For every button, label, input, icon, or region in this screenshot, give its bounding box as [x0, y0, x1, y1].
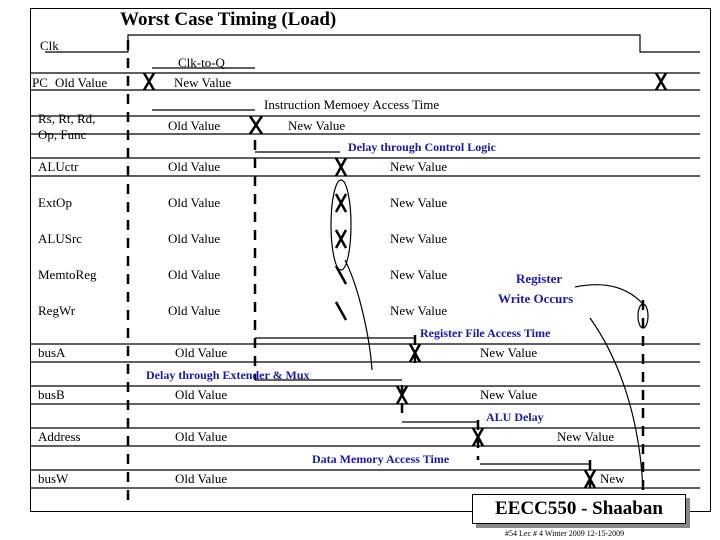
alusrc-new-value: New Value	[390, 231, 448, 246]
signal-pc: PC	[32, 75, 48, 90]
busw-old-value: Old Value	[175, 471, 228, 486]
diagram-frame	[30, 8, 711, 512]
signal-busb: busB	[38, 387, 65, 402]
course-badge: EECC550 - Shaaban	[472, 494, 686, 524]
busb-new-value: New Value	[480, 387, 538, 402]
slide-footer: #54 Lec # 4 Winter 2009 12-15-2009	[505, 529, 625, 538]
regwr-new-value: New Value	[390, 303, 448, 318]
alu-delay-label: ALU Delay	[486, 410, 544, 424]
extender-delay-label: Delay through Extender & Mux	[146, 368, 310, 382]
signal-alusrc: ALUSrc	[38, 231, 83, 246]
aluctr-new-value: New Value	[390, 159, 448, 174]
signal-aluctr: ALUctr	[38, 159, 79, 174]
signal-address: Address	[38, 429, 81, 444]
signal-clk: Clk	[40, 38, 59, 53]
rs-old-value: Old Value	[168, 118, 221, 133]
memtoreg-old-value: Old Value	[168, 267, 221, 282]
rs-new-value: New Value	[288, 118, 346, 133]
register-write-label-2: Write Occurs	[498, 291, 574, 306]
extop-new-value: New Value	[390, 195, 448, 210]
register-write-label-1: Register	[516, 271, 563, 286]
busa-new-value: New Value	[480, 345, 538, 360]
page-title: Worst Case Timing (Load)	[120, 9, 337, 30]
imem-access-label: Instruction Memoey Access Time	[264, 97, 440, 112]
extop-old-value: Old Value	[168, 195, 221, 210]
busw-new-value: New	[600, 471, 625, 486]
rf-access-label: Register File Access Time	[420, 326, 551, 340]
address-old-value: Old Value	[175, 429, 228, 444]
aluctr-old-value: Old Value	[168, 159, 221, 174]
regwr-old-value: Old Value	[168, 303, 221, 318]
signal-regwr: RegWr	[38, 303, 76, 318]
pc-new-value: New Value	[174, 75, 232, 90]
signal-busw: busW	[38, 471, 69, 486]
signal-extop: ExtOp	[38, 195, 72, 210]
signal-rs: Rs, Rt, Rd,	[38, 111, 96, 126]
signal-busa: busA	[38, 345, 66, 360]
memtoreg-new-value: New Value	[390, 267, 448, 282]
control-delay-label: Delay through Control Logic	[348, 140, 496, 154]
pc-old-value: Old Value	[55, 75, 108, 90]
control-signals-ellipse	[330, 179, 352, 271]
busa-old-value: Old Value	[175, 345, 228, 360]
clk-to-q-label: Clk-to-Q	[178, 55, 225, 70]
dmem-access-label: Data Memory Access Time	[312, 452, 450, 466]
busb-old-value: Old Value	[175, 387, 228, 402]
alusrc-old-value: Old Value	[168, 231, 221, 246]
clock-waveform	[45, 34, 700, 53]
signal-op: Op, Func	[38, 127, 87, 142]
signal-memtoreg: MemtoReg	[38, 267, 97, 282]
address-new-value: New Value	[557, 429, 615, 444]
